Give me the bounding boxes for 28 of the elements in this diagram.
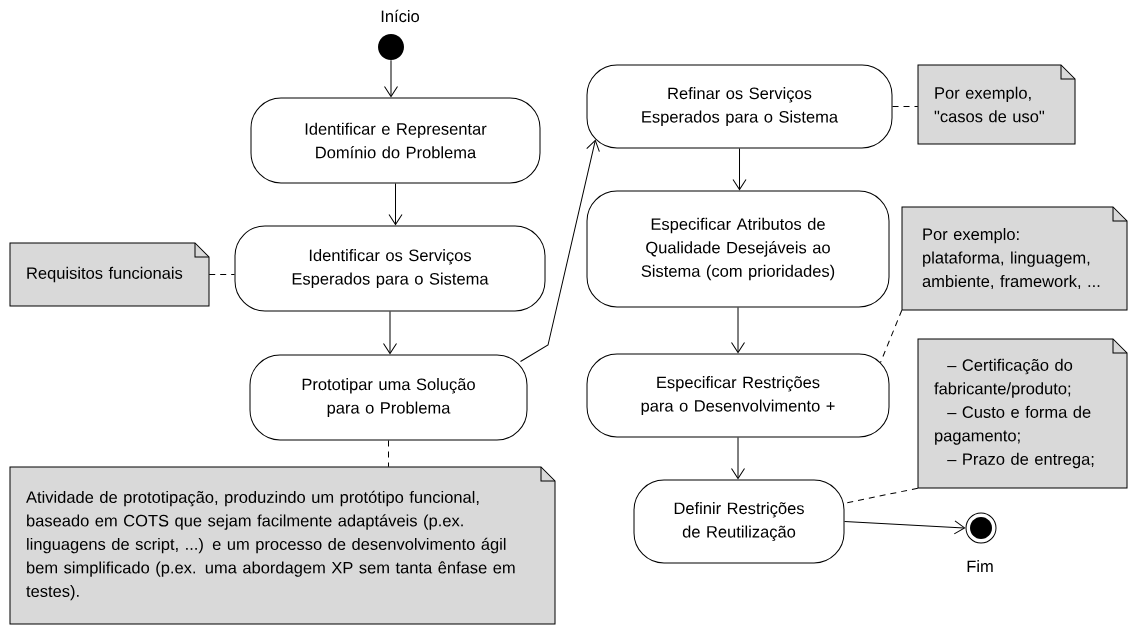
note: – Certificação do fabricante/produto; – Custo e forma de pagamento; – Prazo de entrega; bbox=[917, 338, 1128, 489]
end-node bbox=[965, 512, 997, 544]
note-connector bbox=[892, 106, 919, 107]
note: Atividade de prototipação, produzindo um protótipo funcional, baseado em COTS que sejam facilmente adaptáveis (p.ex. linguagens de script, ...) e um processo de desenvolvimento ágil bem simplificado (p.ex. uma abordagem XP sem tanta ênfase em testes). bbox=[9, 466, 556, 625]
note: Requisitos funcionais bbox=[9, 242, 210, 307]
note: Por exemplo, "casos de uso" bbox=[917, 64, 1076, 145]
arrow bbox=[731, 437, 745, 480]
note-connector bbox=[208, 274, 235, 275]
activity-box: Refinar os Serviços Esperados para o Sistema bbox=[586, 64, 893, 149]
node-label: Fim bbox=[967, 560, 993, 572]
activity-box: Prototipar uma Solução para o Problema bbox=[249, 354, 528, 441]
note: Por exemplo: plataforma, linguagem, ambiente, framework, ... bbox=[901, 206, 1128, 311]
arrow bbox=[384, 59, 398, 98]
activity-box: Especificar Atributos de Qualidade Desejáveis ao Sistema (com prioridades) bbox=[586, 190, 890, 308]
arrow bbox=[844, 520, 966, 535]
note-connector bbox=[880, 309, 903, 363]
arrow bbox=[732, 148, 747, 191]
arrow bbox=[388, 183, 403, 226]
activity-box: Identificar e Representar Domínio do Problema bbox=[250, 97, 541, 184]
note-connector bbox=[388, 440, 389, 468]
activity-box: Especificar Restrições para o Desenvolvimento + bbox=[586, 353, 890, 438]
arrow bbox=[731, 307, 745, 354]
arrow bbox=[520, 139, 600, 362]
activity-box: Identificar os Serviços Esperados para o Sistema bbox=[234, 225, 546, 312]
node-label: Início bbox=[381, 9, 420, 23]
activity-box: Definir Restrições de Reutilização bbox=[633, 479, 845, 564]
start-node bbox=[378, 34, 404, 60]
arrow bbox=[383, 311, 397, 355]
